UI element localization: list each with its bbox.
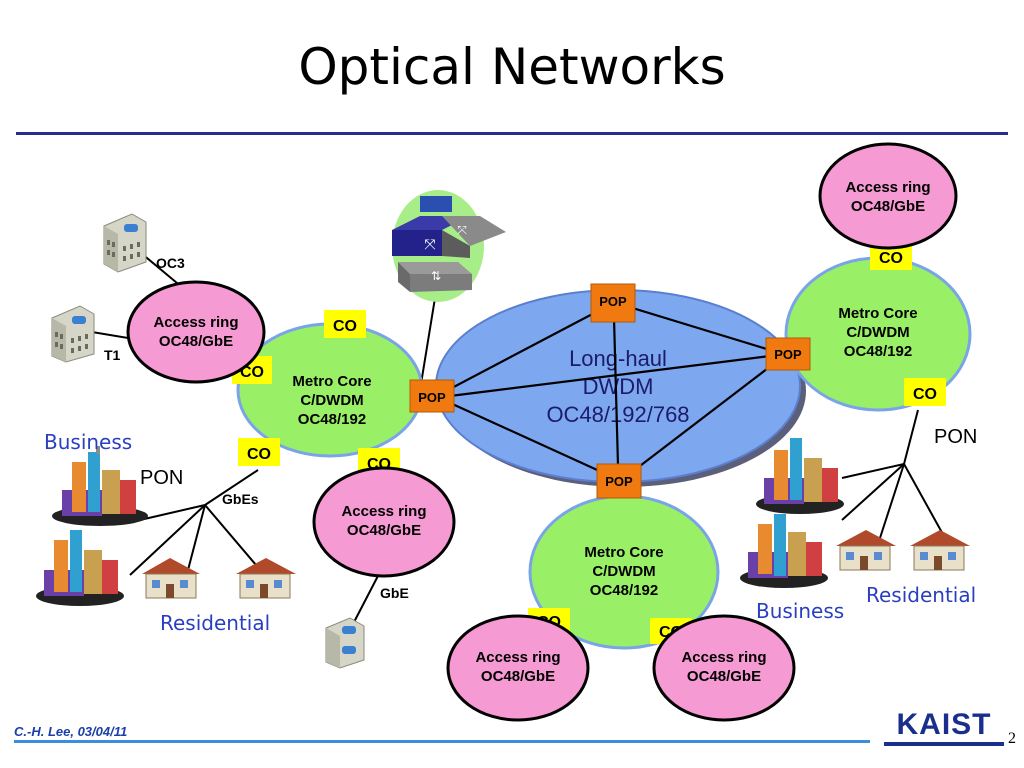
label-pon-right: PON [934,426,977,448]
metro-left-line1: Metro Core [292,373,371,390]
kaist-logo-bar [884,742,1004,746]
long-haul-line3: OC48/192/768 [546,402,689,427]
pop-box-top: POP [590,283,636,323]
residential-houses-icon-right [836,530,970,571]
svg-text:⇅: ⇅ [431,269,441,283]
metro-core-right: Metro Core C/DWDM OC48/192 [784,256,972,412]
metro-left-line3: OC48/192 [298,411,366,428]
svg-text:OC48/GbE: OC48/GbE [851,198,925,215]
svg-text:Access ring: Access ring [153,314,238,331]
metro-right-line3: OC48/192 [844,343,912,360]
metro-left-line2: C/DWDM [300,392,363,409]
label-gbes: GbEs [222,491,259,507]
svg-text:CO: CO [240,364,264,381]
office-building-icon-t1 [51,305,95,363]
long-haul-mesh [447,304,777,476]
metro-right-line1: Metro Core [838,305,917,322]
svg-text:POP: POP [418,390,446,405]
svg-text:OC48/GbE: OC48/GbE [347,522,421,539]
kaist-logo-text: KAIST [896,708,992,741]
pop-box-bottom: POP [596,463,642,499]
office-building-icon-gbe [325,617,365,669]
optical-switch-icon: ⤧ ⤧ ⇅ [392,190,506,302]
footer-author-date: C.-H. Lee, 03/04/11 [14,724,128,739]
svg-text:Access ring: Access ring [475,649,560,666]
label-oc3: OC3 [156,255,185,271]
co-badge-right-bottom: CO [904,378,946,406]
business-buildings-icon-right-top [756,438,844,514]
pop-boxes: POP POP POP POP [409,283,811,499]
access-ring-bottom-left: Access ring OC48/GbE [312,466,456,578]
label-business-left: Business [44,430,132,454]
co-badge-left-top: CO [324,310,366,338]
pop-box-right: POP [765,337,811,371]
svg-text:CO: CO [913,386,937,403]
svg-text:CO: CO [333,318,357,335]
svg-text:POP: POP [774,347,802,362]
label-t1: T1 [104,347,121,363]
metro-bottom-line3: OC48/192 [590,582,658,599]
svg-text:POP: POP [599,294,627,309]
slide-title: Optical Networks [298,38,726,96]
metro-bottom-line1: Metro Core [584,544,663,561]
svg-text:CO: CO [879,250,903,267]
svg-text:OC48/GbE: OC48/GbE [687,668,761,685]
metro-core-left: Metro Core C/DWDM OC48/192 [236,322,424,458]
svg-text:Access ring: Access ring [681,649,766,666]
access-rings: Access ring OC48/GbE Access ring OC48/Gb… [126,142,958,722]
svg-text:Access ring: Access ring [341,503,426,520]
text-labels: OC3 T1 Business PON GbEs Residential GbE… [44,255,977,635]
co-badge-left-bottom: CO [238,438,280,466]
footer-divider [14,740,870,743]
svg-text:⤧: ⤧ [457,223,467,237]
long-haul-dwdm-cloud: Long-haul DWDM OC48/192/768 [435,289,806,487]
business-buildings-icon-left-top [52,446,148,526]
label-pon-left: PON [140,467,183,489]
pop-box-left: POP [409,379,455,413]
svg-text:Access ring: Access ring [845,179,930,196]
title-divider [16,132,1008,135]
svg-text:OC48/GbE: OC48/GbE [159,333,233,350]
metro-right-line2: C/DWDM [846,324,909,341]
office-building-icon-oc3 [103,213,147,273]
residential-houses-icon-left [142,558,296,599]
label-gbe: GbE [380,585,409,601]
access-ring-bottom-center: Access ring OC48/GbE [446,614,590,722]
page-number: 2 [1008,730,1016,747]
kaist-logo: KAIST [880,704,1008,746]
business-buildings-icon-left-bottom [36,530,124,606]
svg-text:POP: POP [605,474,633,489]
access-ring-top-right: Access ring OC48/GbE [818,142,958,250]
metro-bottom-line2: C/DWDM [592,563,655,580]
svg-text:OC48/GbE: OC48/GbE [481,668,555,685]
label-residential-left: Residential [160,611,270,635]
access-ring-left: Access ring OC48/GbE [126,280,266,384]
business-buildings-icon-right-bottom [740,514,828,588]
label-residential-right: Residential [866,583,976,607]
svg-text:⤧: ⤧ [424,237,435,253]
label-business-right: Business [756,599,844,623]
svg-text:CO: CO [247,446,271,463]
access-ring-bottom-right: Access ring OC48/GbE [652,614,796,722]
long-haul-line1: Long-haul [569,346,667,371]
